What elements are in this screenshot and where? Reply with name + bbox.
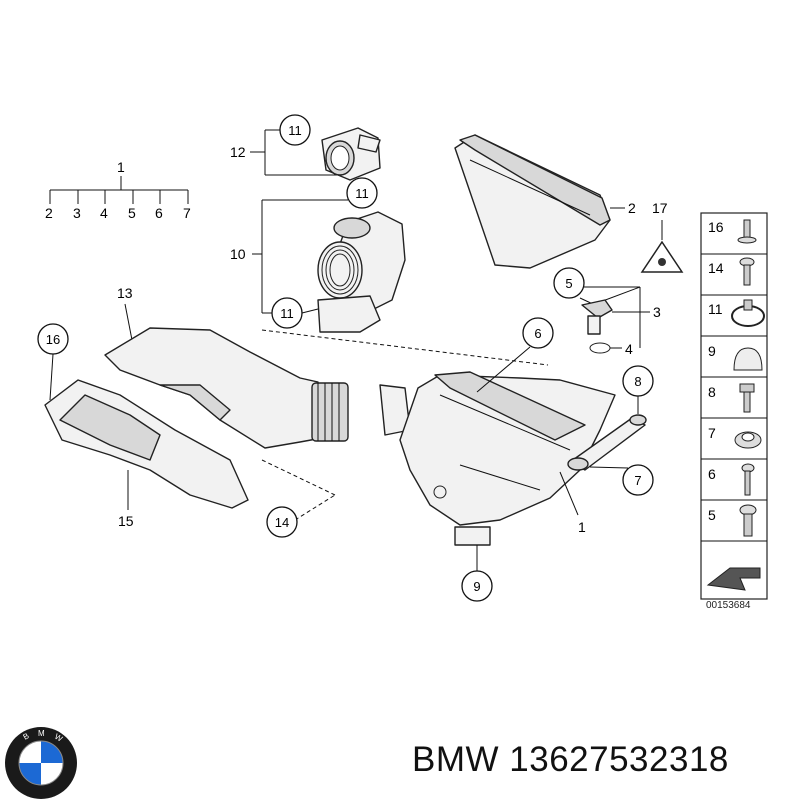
- bmw-logo: B M W: [5, 727, 77, 799]
- callout-1-box: 1: [578, 519, 586, 535]
- legend-item-5: 5: [708, 507, 716, 523]
- callout-8: 8: [634, 374, 641, 389]
- callout-2-cover: 2: [628, 200, 636, 216]
- filter-cover: 2: [454, 134, 636, 269]
- intake-connector: [321, 127, 381, 181]
- callout-group-10: 10 11: [230, 199, 549, 366]
- callout-row-5: 5: [128, 205, 136, 221]
- legend-item-7: 7: [708, 425, 716, 441]
- svg-text:M: M: [38, 729, 45, 738]
- callout-9: 9: [473, 579, 480, 594]
- sensor-group: 5 3 4: [553, 267, 661, 357]
- warning-label: 17: [640, 200, 684, 273]
- callout-7: 7: [634, 473, 641, 488]
- callout-1-top: 1: [117, 159, 125, 175]
- callout-tree-1: 1 2 3 4 5 6 7: [45, 159, 191, 221]
- callout-group-7: 7: [589, 464, 654, 496]
- callout-17: 17: [652, 200, 668, 216]
- callout-group-8: 8: [622, 365, 654, 414]
- filter-housing: 1: [379, 371, 616, 546]
- callout-6: 6: [534, 326, 541, 341]
- callout-row-2: 2: [45, 205, 53, 221]
- callout-row-7: 7: [183, 205, 191, 221]
- callout-group-14: 14: [261, 459, 336, 538]
- direction-arrow-icon: [706, 567, 761, 591]
- callout-14: 14: [275, 515, 289, 530]
- callout-15: 15: [118, 513, 134, 529]
- legend-item-14: 14: [708, 260, 724, 276]
- callout-group-12: 12 11 11: [230, 114, 378, 209]
- legend-item-6: 6: [708, 466, 716, 482]
- legend-item-8: 8: [708, 384, 716, 400]
- legend-item-16: 16: [708, 219, 724, 235]
- svg-text:B: B: [22, 731, 31, 741]
- callout-12: 12: [230, 144, 246, 160]
- callout-5: 5: [565, 276, 572, 291]
- callout-11-c: 11: [280, 306, 294, 321]
- hardware-legend: 16 14 11 9 8 7 6 5: [700, 212, 768, 600]
- lower-duct: 16 15: [37, 323, 249, 529]
- bellows-hose: [317, 211, 406, 333]
- legend-item-9: 9: [708, 343, 716, 359]
- callout-11-b: 11: [355, 186, 369, 201]
- callout-3-sensor: 3: [653, 304, 661, 320]
- svg-text:W: W: [53, 732, 64, 744]
- legend-item-11: 11: [708, 301, 723, 317]
- callout-row-4: 4: [100, 205, 108, 221]
- callout-group-6: 6: [476, 317, 554, 393]
- intake-duct: 13: [104, 285, 349, 449]
- callout-11-a: 11: [288, 123, 302, 138]
- callout-13: 13: [117, 285, 133, 301]
- part-number-caption: BMW 13627532318: [412, 740, 729, 779]
- callout-group-9: 9: [461, 545, 493, 602]
- bracket-arm: [567, 414, 647, 471]
- callout-4-seal: 4: [625, 341, 633, 357]
- warning-triangle-icon: [640, 240, 684, 273]
- diagram-id: 00153684: [706, 600, 751, 611]
- callout-row-6: 6: [155, 205, 163, 221]
- callout-row-3: 3: [73, 205, 81, 221]
- callout-16: 16: [46, 332, 60, 347]
- callout-10: 10: [230, 246, 246, 262]
